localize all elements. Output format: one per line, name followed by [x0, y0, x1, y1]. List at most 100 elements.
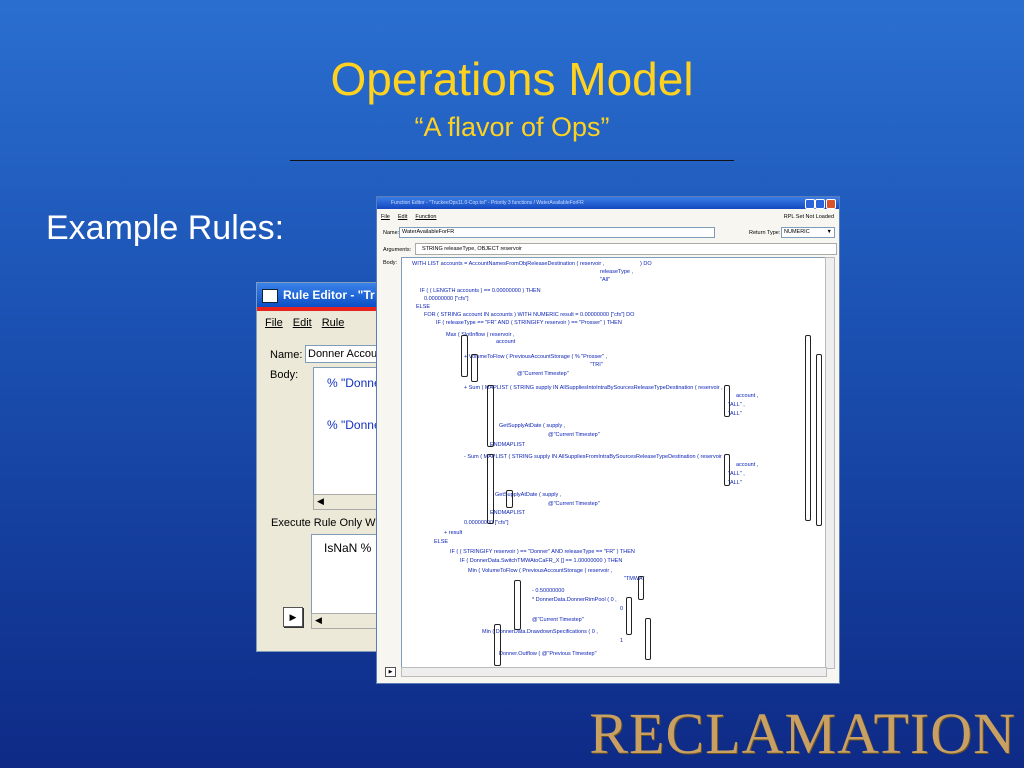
- chevron-down-icon: ▼: [826, 229, 832, 235]
- play-icon: ▶: [289, 612, 297, 622]
- function-editor-titlebar[interactable]: Function Editor - "TruckeeOps11.0-Cop.to…: [377, 197, 839, 209]
- function-name-label: Name:: [383, 230, 400, 236]
- close-icon[interactable]: [826, 199, 836, 209]
- code-line: IF ( DonnerData.SwitchTMWAtoCaFR_X [] ==…: [460, 558, 623, 564]
- arguments-field[interactable]: STRING releaseType, OBJECT reservoir: [415, 243, 837, 255]
- code-line: ENDMAPLIST: [490, 510, 526, 516]
- slide-subtitle: “A flavor of Ops”: [414, 112, 610, 142]
- code-line: account: [496, 339, 516, 345]
- code-line: 0.00000000 ["cfs"]: [424, 296, 469, 302]
- menu-edit[interactable]: Edit: [292, 317, 312, 329]
- code-bracket: [724, 454, 730, 486]
- code-line: @"Current Timestep": [517, 371, 569, 377]
- code-line: + Sum ( MAPLIST ( STRING supply IN AllSu…: [464, 385, 723, 391]
- function-editor-window[interactable]: Function Editor - "TruckeeOps11.0-Cop.to…: [376, 196, 840, 684]
- expand-button[interactable]: ▶: [385, 667, 396, 677]
- code-bracket: [638, 576, 644, 600]
- scroll-left-icon[interactable]: ◀: [317, 496, 324, 506]
- name-label: Name:: [270, 349, 303, 361]
- code-line: * DonnerData.DonnerRimPool ( 0 ,: [532, 597, 617, 603]
- code-line: ELSE: [434, 539, 449, 545]
- function-name-field[interactable]: WaterAvailableForFR: [399, 227, 715, 238]
- return-type-label: Return Type:: [749, 230, 781, 236]
- code-line: 0.00000000 ["cfs"]: [464, 520, 509, 526]
- code-line: @"Current Timestep": [532, 617, 584, 623]
- maximize-icon[interactable]: [815, 199, 825, 209]
- scroll-left-icon[interactable]: ◀: [315, 615, 322, 625]
- condition-text: IsNaN %: [324, 541, 372, 555]
- code-bracket: [626, 597, 632, 635]
- code-line: account ,: [736, 462, 759, 468]
- rule-status-bar: [257, 307, 407, 311]
- code-line: - Sum ( MAPLIST ( STRING supply IN AllSu…: [464, 454, 725, 460]
- body-hscrollbar[interactable]: [401, 667, 827, 677]
- body-line: % "Donne: [327, 418, 381, 432]
- code-line: "ALL" ,: [728, 402, 745, 408]
- code-line: IF ( ( LENGTH accounts ) == 0.00000000 )…: [420, 288, 541, 294]
- code-line: IF ( ( STRINGIFY reservoir ) == "Donner"…: [450, 549, 635, 555]
- rule-editor-menubar: File Edit Rule: [265, 317, 354, 329]
- menu-file[interactable]: File: [381, 214, 390, 220]
- code-bracket: [805, 335, 811, 521]
- rpl-status: RPL Set Not Loaded: [783, 214, 834, 220]
- code-line: IF ( releaseType == "FR" AND ( STRINGIFY…: [436, 320, 622, 326]
- code-line: @"Current Timestep": [548, 432, 600, 438]
- play-icon: ▶: [388, 669, 393, 675]
- play-button[interactable]: ▶: [283, 607, 303, 627]
- code-line: Min ( VolumeToFlow ( PreviousAccountStor…: [468, 568, 613, 574]
- code-line: GetSupplyAtDate ( supply ,: [495, 492, 562, 498]
- code-bracket: [645, 618, 651, 660]
- code-line: releaseType ,: [600, 269, 634, 275]
- example-rules-label: Example Rules:: [46, 209, 285, 247]
- code-line: "All": [600, 277, 611, 283]
- code-bracket: [487, 454, 494, 524]
- code-bracket: [506, 490, 513, 508]
- execute-condition-label: Execute Rule Only Whe: [271, 517, 388, 529]
- slide-title: Operations Model: [330, 53, 694, 105]
- code-line: - 0.50000000: [532, 588, 565, 594]
- code-line: "TMWA": [624, 576, 645, 582]
- code-line: ENDMAPLIST: [490, 442, 526, 448]
- reclamation-logo: RECLAMATION: [589, 701, 1016, 766]
- code-line: GetSupplyAtDate ( supply ,: [499, 423, 566, 429]
- code-line: 1: [620, 638, 624, 644]
- arguments-label: Arguments:: [383, 247, 412, 253]
- menu-file[interactable]: File: [265, 317, 283, 329]
- code-bracket: [724, 385, 730, 417]
- code-line: + result: [444, 530, 463, 536]
- menu-edit[interactable]: Edit: [397, 214, 408, 220]
- code-line: Donner.Outflow ( @"Previous Timestep": [499, 651, 597, 657]
- code-line: "ALL": [728, 411, 742, 417]
- title-underline: [290, 160, 734, 161]
- code-bracket: [471, 354, 478, 382]
- code-line: Min ( DonnerData.DrawdownSpecifications …: [482, 629, 598, 635]
- body-line: % "Donne: [327, 376, 381, 390]
- code-line: + VolumeToFlow ( PreviousAccountStorage …: [464, 354, 608, 360]
- code-line: @"Current Timestep": [548, 501, 600, 507]
- body-vscrollbar[interactable]: [825, 257, 835, 669]
- menu-function[interactable]: Function: [415, 214, 437, 220]
- code-line: ELSE: [416, 304, 431, 310]
- return-type-select[interactable]: NUMERIC ▼: [781, 227, 835, 238]
- function-body-editor[interactable]: WITH LIST accounts = AccountNamesFromObj…: [401, 257, 827, 669]
- return-type-value: NUMERIC: [784, 229, 810, 235]
- body-label: Body:: [383, 260, 398, 266]
- code-line: 0: [620, 606, 624, 612]
- code-line: FOR ( STRING account IN accounts ) WITH …: [424, 312, 635, 318]
- code-bracket: [514, 580, 521, 630]
- minimize-icon[interactable]: [805, 199, 815, 209]
- code-line: "ALL" ,: [728, 471, 745, 477]
- code-bracket: [494, 624, 501, 666]
- code-line: WITH LIST accounts = AccountNamesFromObj…: [412, 261, 605, 267]
- code-bracket: [816, 354, 822, 526]
- code-line: "TRI": [590, 362, 603, 368]
- code-line: Max ( SlotInflow ( reservoir ,: [446, 332, 515, 338]
- window-icon: [262, 289, 278, 303]
- code-line: "ALL": [728, 480, 742, 486]
- code-line: account ,: [736, 393, 759, 399]
- code-bracket: [487, 385, 494, 447]
- code-line: ) DO: [640, 261, 652, 267]
- code-bracket: [461, 335, 468, 377]
- body-label: Body:: [270, 369, 299, 381]
- menu-rule[interactable]: Rule: [321, 317, 345, 329]
